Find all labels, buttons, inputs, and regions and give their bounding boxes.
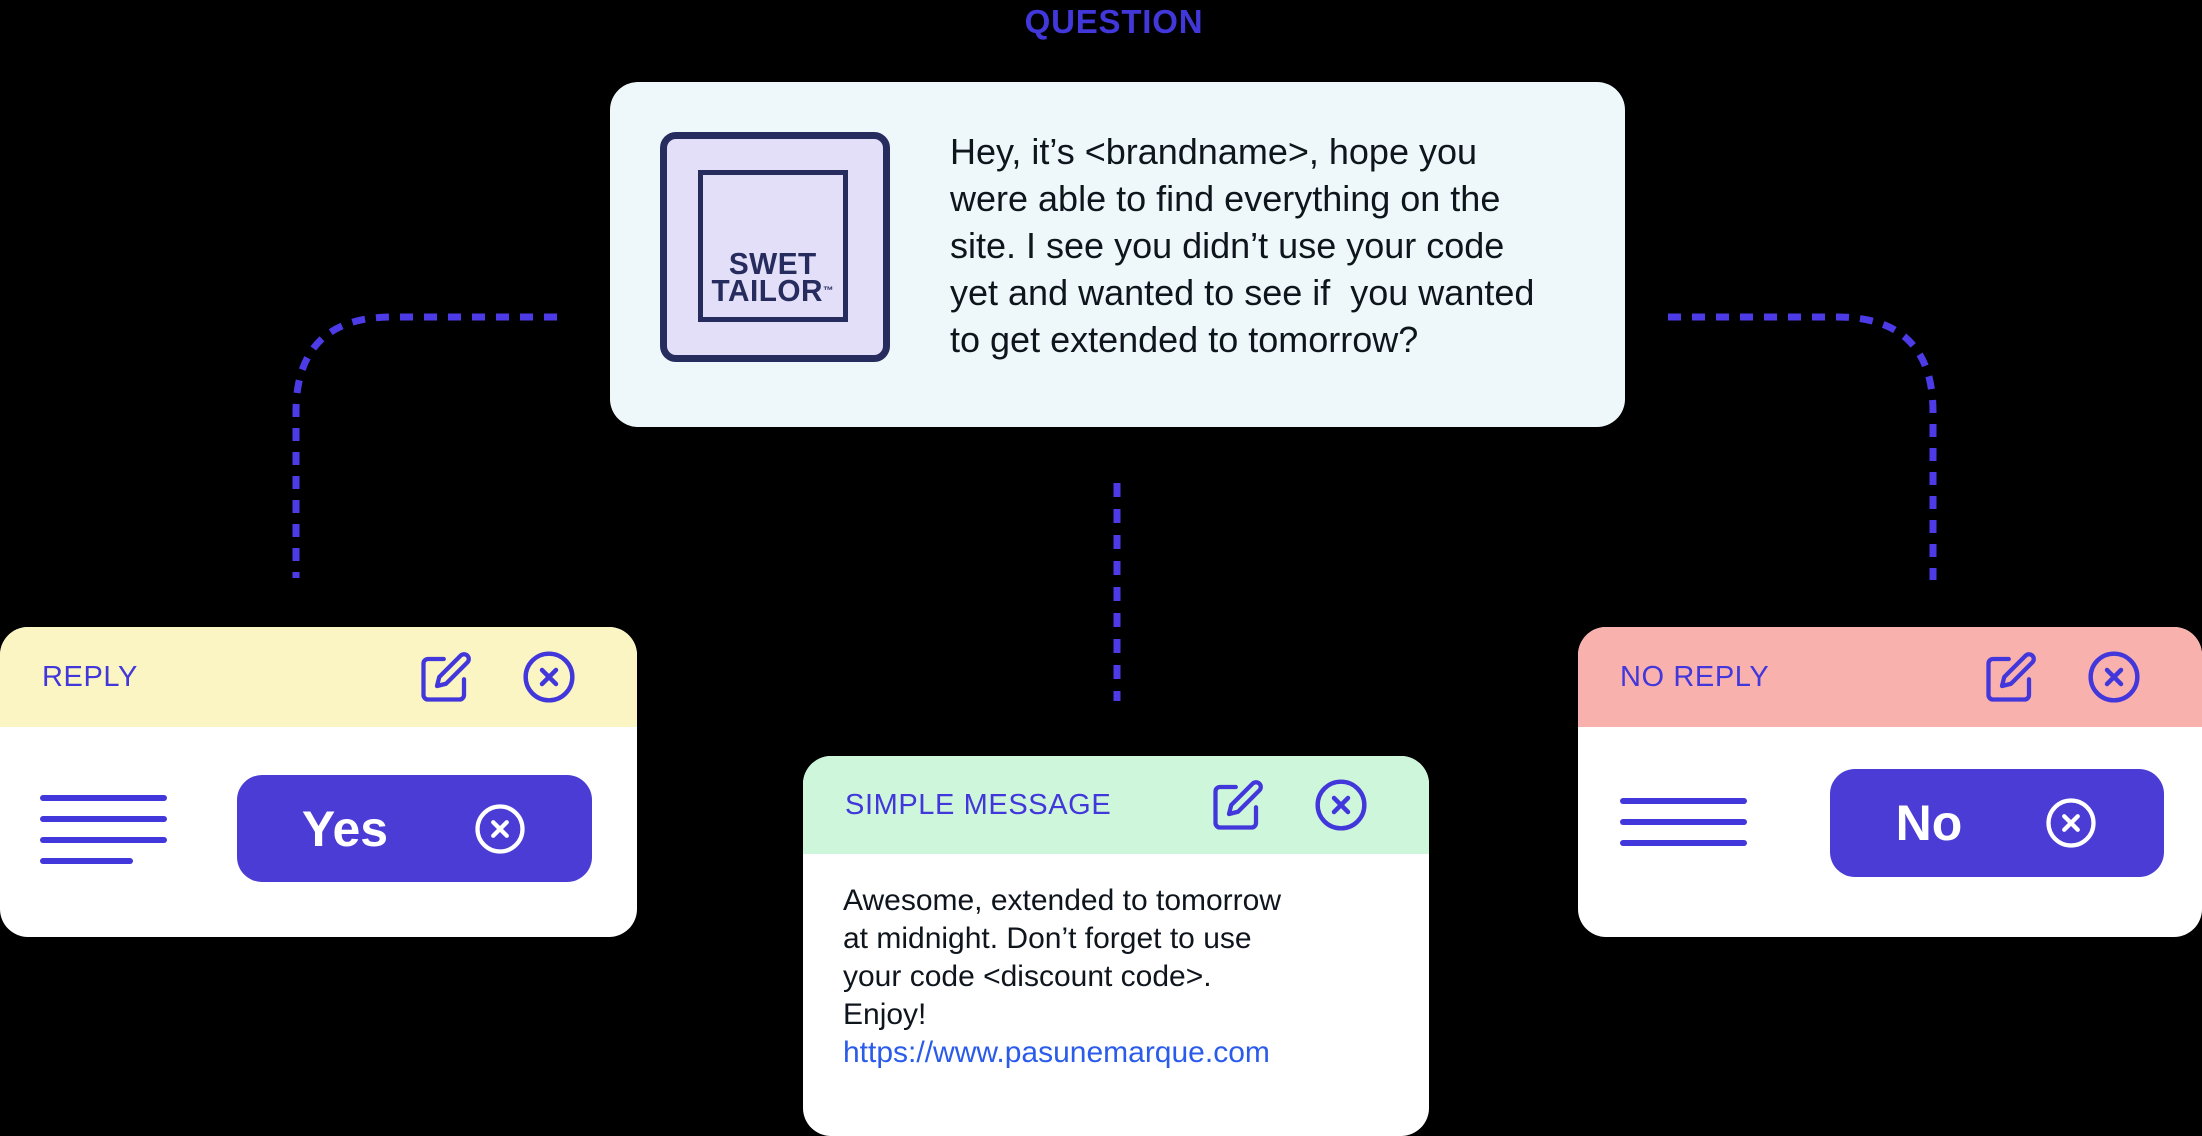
- question-label: QUESTION: [1024, 3, 1204, 40]
- question-message: Hey, it’s <brandname>, hope you were abl…: [950, 131, 1535, 360]
- simple-message-card[interactable]: SIMPLE MESSAGE Awesome, extended to tomo…: [803, 756, 1429, 1136]
- connector-reply: [292, 313, 557, 578]
- close-circle-icon[interactable]: [2044, 796, 2098, 850]
- reply-card-header: REPLY: [0, 627, 637, 727]
- brand-logo-word-2: TAILOR™: [711, 273, 834, 308]
- no-button-label: No: [1895, 795, 1963, 851]
- brand-logo: SWET TAILOR™: [660, 132, 890, 362]
- trademark-symbol: ™: [823, 285, 834, 297]
- text-lines-icon: [40, 795, 167, 864]
- question-card[interactable]: SWET TAILOR™ Hey, it’s <brandname>, hope…: [610, 82, 1625, 427]
- brand-logo-word-1: SWET: [729, 246, 817, 281]
- text-lines-icon: [1620, 798, 1747, 846]
- close-circle-icon[interactable]: [521, 649, 577, 705]
- edit-icon[interactable]: [1984, 650, 2038, 704]
- close-circle-icon[interactable]: [473, 802, 527, 856]
- yes-button-label: Yes: [301, 800, 389, 857]
- simple-message-text: Awesome, extended to tomorrow at midnigh…: [843, 884, 1282, 1031]
- connector-no-reply: [1668, 313, 1937, 580]
- message-link[interactable]: https://www.pasunemarque.com: [843, 1036, 1270, 1069]
- reply-card-title: REPLY: [42, 660, 138, 693]
- reply-card[interactable]: REPLY Yes: [0, 627, 637, 937]
- no-button[interactable]: No: [1830, 769, 2164, 877]
- simple-message-card-header: SIMPLE MESSAGE: [803, 756, 1429, 854]
- close-circle-icon[interactable]: [2086, 649, 2142, 705]
- no-reply-card-title: NO REPLY: [1620, 660, 1770, 693]
- no-reply-card[interactable]: NO REPLY No: [1578, 627, 2202, 937]
- simple-message-card-title: SIMPLE MESSAGE: [845, 788, 1112, 821]
- close-circle-icon[interactable]: [1313, 777, 1369, 833]
- no-reply-card-header: NO REPLY: [1578, 627, 2202, 727]
- yes-button[interactable]: Yes: [237, 775, 592, 882]
- edit-icon[interactable]: [419, 650, 473, 704]
- brand-logo-frame: SWET TAILOR™: [698, 170, 848, 322]
- edit-icon[interactable]: [1211, 778, 1265, 832]
